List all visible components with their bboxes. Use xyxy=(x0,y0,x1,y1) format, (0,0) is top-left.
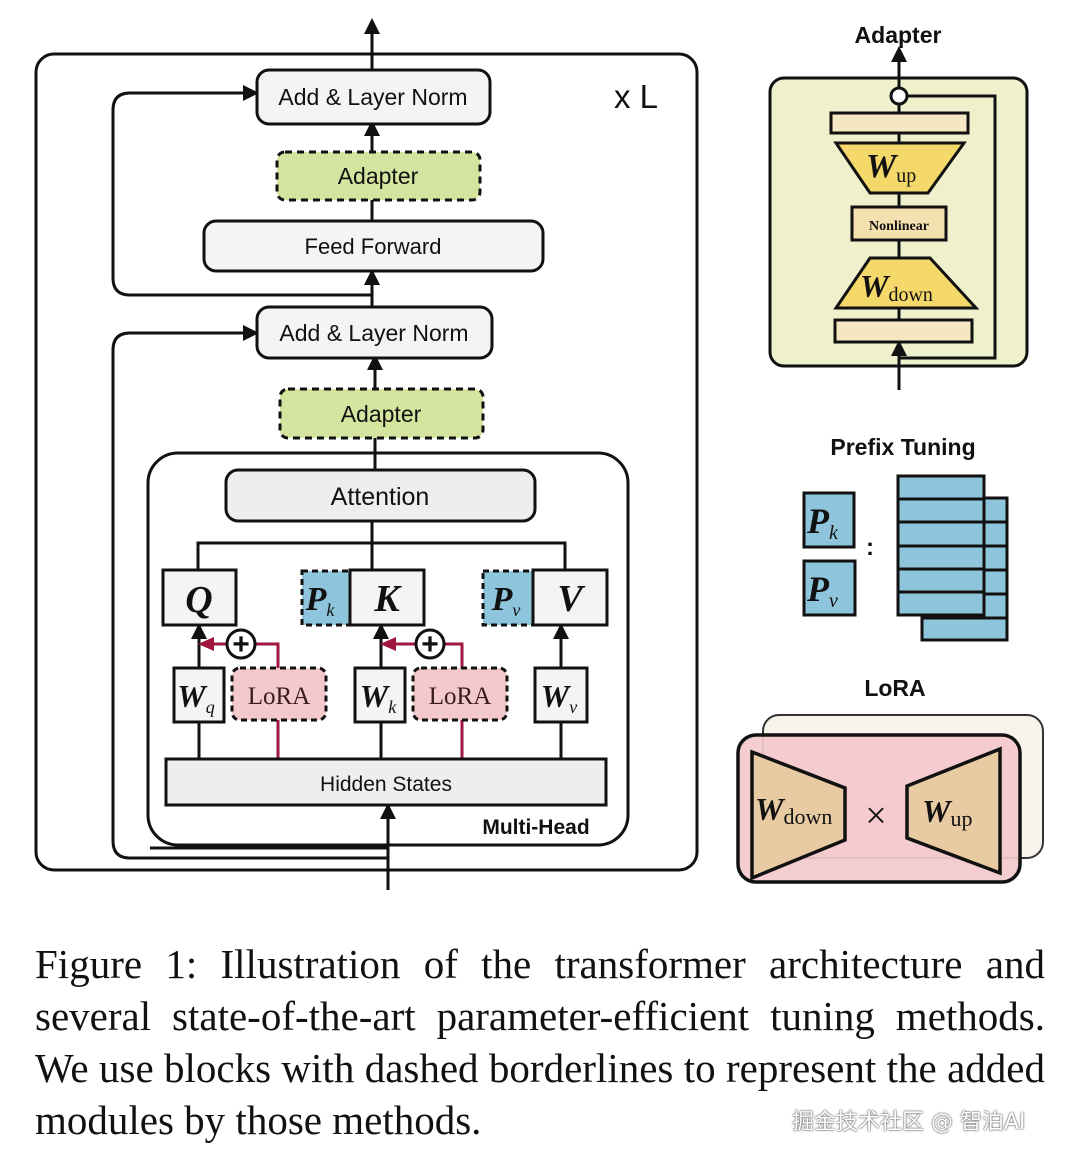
adapter-w-down-trapezoid xyxy=(833,256,980,310)
prefix-pv-label: Pv xyxy=(806,569,838,612)
nonlinear-box xyxy=(850,205,948,242)
add-layer-norm-top-label: Add & Layer Norm xyxy=(278,84,467,110)
wk-box xyxy=(353,666,407,724)
attention-label: Attention xyxy=(331,483,430,511)
add-layer-norm-top-box xyxy=(255,68,492,126)
k-box xyxy=(348,568,426,627)
pv-label: Pv xyxy=(491,581,521,620)
attention-box xyxy=(224,468,537,523)
concat-colon: : xyxy=(866,534,874,561)
adapter-sum-circle xyxy=(889,86,909,106)
multiply-sign: × xyxy=(865,795,886,837)
adapter-w-up-trapezoid xyxy=(833,141,967,195)
v-box xyxy=(531,568,609,627)
adapter-top-label: Adapter xyxy=(338,163,419,189)
lora-label-1: LoRA xyxy=(248,683,311,710)
multi-head-label: Multi-Head xyxy=(482,816,589,839)
q-box xyxy=(161,568,238,627)
add-layer-norm-bottom-label: Add & Layer Norm xyxy=(279,320,468,346)
prefix-pk-label: Pk xyxy=(806,501,839,544)
wv-label: Wv xyxy=(541,678,577,717)
figure-caption: Figure 1: Illustration of the transforme… xyxy=(35,941,1045,1143)
multi-head-box xyxy=(146,451,630,847)
pk-label: Pk xyxy=(305,581,336,620)
plus-circle-1 xyxy=(225,628,257,660)
adapter-bottom-layer xyxy=(833,318,974,344)
lora-w-up-trapezoid xyxy=(905,746,1002,876)
q-label: Q xyxy=(185,579,212,621)
adapter-top-layer xyxy=(829,111,970,135)
nonlinear-label: Nonlinear xyxy=(869,219,929,234)
feed-forward-box xyxy=(202,219,545,273)
feed-forward-label: Feed Forward xyxy=(305,234,442,259)
adapter-panel-title: Adapter xyxy=(855,22,942,48)
wv-box xyxy=(533,666,589,724)
plus-icon: + xyxy=(232,628,250,661)
transformer-layer-box xyxy=(34,52,699,872)
plus-icon: + xyxy=(421,628,439,661)
add-layer-norm-bottom-box xyxy=(255,305,494,360)
adapter-w-down-label: Wdown xyxy=(860,268,933,306)
prefix-vector-stack-front xyxy=(896,474,986,617)
lora-box-1 xyxy=(230,666,328,722)
prefix-panel-title: Prefix Tuning xyxy=(830,434,975,460)
v-label: V xyxy=(557,578,585,620)
lora-w-down-label: Wdown xyxy=(755,791,832,829)
wk-label: Wk xyxy=(360,678,397,717)
prefix-pk-box xyxy=(802,491,856,549)
lora-panel-title: LoRA xyxy=(864,675,925,701)
plus-circle-2 xyxy=(414,628,446,660)
adapter-w-up-label: Wup xyxy=(866,148,916,187)
lora-label-2: LoRA xyxy=(429,683,492,710)
lora-w-down-trapezoid xyxy=(750,749,847,881)
adapter-bottom-box xyxy=(278,387,485,440)
pv-box xyxy=(481,569,535,627)
lora-box-2 xyxy=(411,666,509,722)
layers-count-label: x L xyxy=(614,78,658,115)
watermark: 掘金技术社区 @ 智泊AI xyxy=(792,1110,1026,1135)
transformer-diagram: Add & Layer Norm x L Adapter Feed Forwar… xyxy=(34,18,1044,890)
hidden-states-label: Hidden States xyxy=(320,773,452,796)
hidden-states-box xyxy=(164,757,608,807)
k-label: K xyxy=(373,578,402,620)
adapter-bottom-label: Adapter xyxy=(341,401,422,427)
adapter-top-box xyxy=(275,150,482,202)
lora-w-up-label: Wup xyxy=(922,793,972,831)
wq-label: Wq xyxy=(177,678,214,717)
wq-box xyxy=(172,666,226,724)
prefix-pv-box xyxy=(802,559,857,617)
